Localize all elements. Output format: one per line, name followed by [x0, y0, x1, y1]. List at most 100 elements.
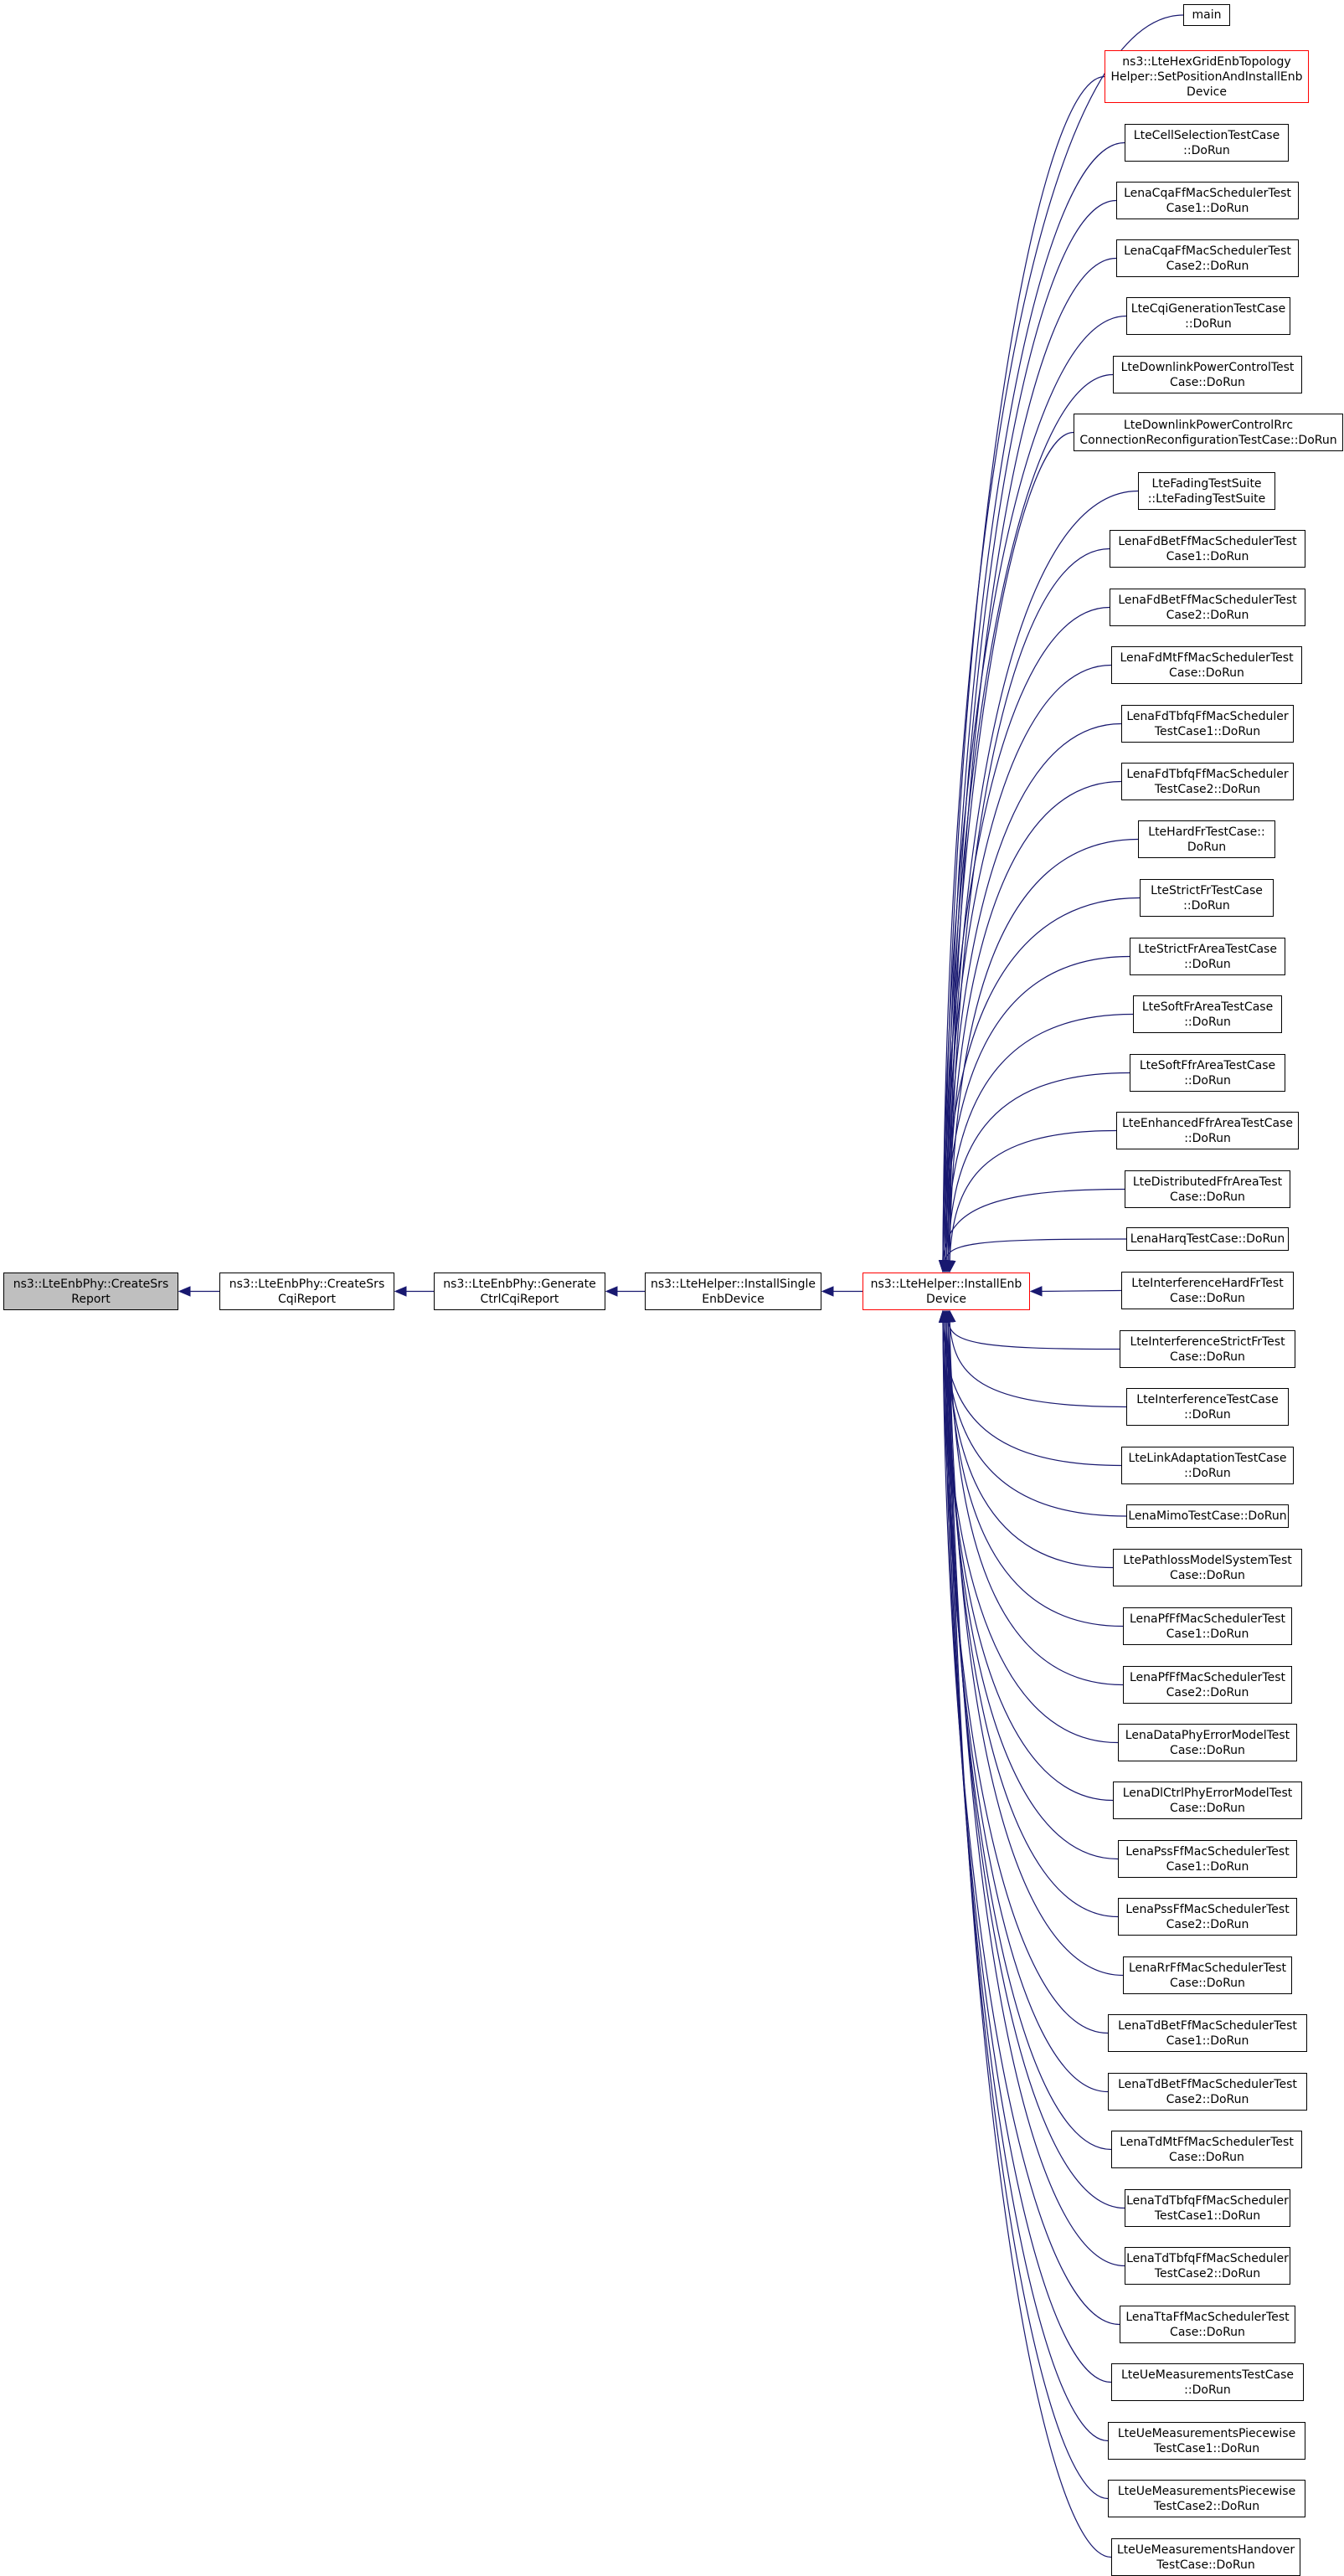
- caller-edge: [942, 606, 1110, 1262]
- caller-node[interactable]: LenaCqaFfMacSchedulerTest Case2::DoRun: [1116, 239, 1299, 277]
- caller-node[interactable]: LteDownlinkPowerControlTest Case::DoRun: [1113, 356, 1302, 393]
- caller-edge: [942, 1320, 1122, 1467]
- caller-edge: [947, 1320, 1109, 2500]
- caller-node[interactable]: LenaPssFfMacSchedulerTest Case1::DoRun: [1118, 1840, 1297, 1878]
- caller-node[interactable]: LenaTdTbfqFfMacScheduler TestCase1::DoRu…: [1125, 2189, 1290, 2227]
- caller-node[interactable]: LenaPssFfMacSchedulerTest Case2::DoRun: [1118, 1898, 1297, 1936]
- caller-edge: [947, 1320, 1120, 1350]
- caller-edge: [947, 1072, 1130, 1262]
- caller-edge: [944, 1238, 1127, 1262]
- caller-node[interactable]: LteCqiGenerationTestCase ::DoRun: [1126, 297, 1290, 335]
- node-installenbdevice[interactable]: ns3::LteHelper::InstallEnb Device: [863, 1273, 1030, 1310]
- caller-node[interactable]: LteUeMeasurementsHandover TestCase::DoRu…: [1111, 2538, 1300, 2576]
- caller-node[interactable]: LteUeMeasurementsPiecewise TestCase1::Do…: [1108, 2422, 1305, 2460]
- caller-edge: [944, 955, 1130, 1262]
- caller-edge: [944, 1320, 1114, 1802]
- caller-edge: [949, 1320, 1125, 2267]
- caller-edge: [949, 1320, 1124, 1686]
- caller-edge: [947, 780, 1122, 1262]
- caller-node[interactable]: ns3::LteHexGridEnbTopology Helper::SetPo…: [1105, 50, 1309, 103]
- caller-edge: [947, 490, 1139, 1262]
- caller-edge: [945, 1320, 1112, 2151]
- caller-edge: [942, 897, 1141, 1262]
- caller-node[interactable]: LteUeMeasurementsTestCase ::DoRun: [1111, 2363, 1304, 2401]
- caller-node[interactable]: main: [1183, 4, 1230, 26]
- caller-node[interactable]: LteInterferenceTestCase ::DoRun: [1126, 1388, 1289, 1426]
- node-createsrsreport: ns3::LteEnbPhy::CreateSrs Report: [3, 1273, 178, 1310]
- caller-edge: [944, 664, 1112, 1262]
- caller-edge: [942, 315, 1127, 1262]
- caller-edge: [942, 1320, 1119, 1744]
- caller-edge: [944, 373, 1114, 1262]
- caller-edge: [944, 1320, 1127, 1517]
- caller-node[interactable]: LteInterferenceStrictFrTest Case::DoRun: [1120, 1330, 1295, 1368]
- caller-node[interactable]: LenaTdMtFfMacSchedulerTest Case::DoRun: [1111, 2131, 1302, 2168]
- caller-node[interactable]: LteSoftFrAreaTestCase ::DoRun: [1133, 995, 1282, 1033]
- caller-node[interactable]: LteSoftFfrAreaTestCase ::DoRun: [1130, 1054, 1285, 1092]
- caller-node[interactable]: LenaPfFfMacSchedulerTest Case2::DoRun: [1123, 1666, 1292, 1704]
- caller-node[interactable]: LenaFdTbfqFfMacScheduler TestCase1::DoRu…: [1121, 705, 1294, 743]
- node-installsingleenbdevice[interactable]: ns3::LteHelper::InstallSingle EnbDevice: [645, 1273, 821, 1310]
- caller-node[interactable]: LteFadingTestSuite ::LteFadingTestSuite: [1138, 472, 1275, 510]
- caller-edge: [949, 1129, 1117, 1262]
- caller-edge: [949, 1320, 1112, 2558]
- caller-edge: [944, 75, 1105, 1262]
- caller-edge: [942, 1320, 1109, 2034]
- caller-node[interactable]: LteStrictFrAreaTestCase ::DoRun: [1130, 938, 1285, 975]
- caller-edge: [945, 722, 1122, 1262]
- caller-edge: [942, 1188, 1125, 1262]
- caller-node[interactable]: LteStrictFrTestCase ::DoRun: [1140, 879, 1274, 917]
- caller-edge: [949, 548, 1110, 1262]
- caller-node[interactable]: LenaFdBetFfMacSchedulerTest Case2::DoRun: [1110, 589, 1305, 626]
- caller-node[interactable]: LenaTdBetFfMacSchedulerTest Case2::DoRun: [1108, 2073, 1307, 2111]
- caller-node[interactable]: LteHardFrTestCase:: DoRun: [1138, 820, 1275, 858]
- caller-edge: [949, 257, 1117, 1262]
- node-createsrscqireport[interactable]: ns3::LteEnbPhy::CreateSrs CqiReport: [219, 1273, 394, 1310]
- caller-edge: [947, 1320, 1124, 1627]
- node-generatectrlcqireport[interactable]: ns3::LteEnbPhy::Generate CtrlCqiReport: [434, 1273, 605, 1310]
- caller-edge-arrowhead: [945, 1309, 956, 1323]
- caller-node[interactable]: LenaMimoTestCase::DoRun: [1126, 1504, 1289, 1528]
- caller-node[interactable]: LteDownlinkPowerControlRrc ConnectionRec…: [1074, 414, 1343, 451]
- caller-edge: [949, 1320, 1124, 1977]
- caller-node[interactable]: LenaDlCtrlPhyErrorModelTest Case::DoRun: [1113, 1782, 1302, 1819]
- chain-edge-arrowhead: [394, 1286, 407, 1297]
- caller-node[interactable]: LenaDataPhyErrorModelTest Case::DoRun: [1118, 1724, 1297, 1761]
- caller-edge: [942, 1320, 1120, 2326]
- caller-node[interactable]: LenaTdBetFfMacSchedulerTest Case1::DoRun: [1108, 2014, 1307, 2052]
- caller-node[interactable]: LenaTdTbfqFfMacScheduler TestCase2::DoRu…: [1125, 2247, 1290, 2285]
- caller-node[interactable]: LenaCqaFfMacSchedulerTest Case1::DoRun: [1116, 182, 1299, 219]
- caller-edge: [945, 1320, 1109, 2442]
- caller-node[interactable]: LteDistributedFfrAreaTest Case::DoRun: [1125, 1170, 1290, 1208]
- caller-node[interactable]: LenaFdBetFfMacSchedulerTest Case1::DoRun: [1110, 530, 1305, 568]
- caller-edge: [947, 199, 1117, 1262]
- caller-edge: [949, 838, 1139, 1262]
- caller-node[interactable]: LenaFdMtFfMacSchedulerTest Case::DoRun: [1111, 646, 1302, 684]
- caller-edge: [945, 141, 1125, 1262]
- caller-node[interactable]: LenaTtaFfMacSchedulerTest Case::DoRun: [1120, 2306, 1295, 2343]
- caller-edge: [945, 431, 1074, 1262]
- caller-edge: [945, 1013, 1134, 1262]
- caller-edge: [944, 1320, 1109, 2093]
- chain-edge-arrowhead: [821, 1286, 834, 1297]
- caller-node[interactable]: LenaPfFfMacSchedulerTest Case1::DoRun: [1123, 1607, 1292, 1645]
- caller-node[interactable]: LenaFdTbfqFfMacScheduler TestCase2::DoRu…: [1121, 763, 1294, 800]
- caller-node[interactable]: LenaRrFfMacSchedulerTest Case::DoRun: [1123, 1956, 1292, 1994]
- caller-node[interactable]: LteUeMeasurementsPiecewise TestCase2::Do…: [1108, 2480, 1305, 2517]
- chain-edge-arrowhead: [605, 1286, 618, 1297]
- caller-node[interactable]: LteLinkAdaptationTestCase ::DoRun: [1121, 1447, 1294, 1484]
- caller-node[interactable]: LtePathlossModelSystemTest Case::DoRun: [1113, 1549, 1302, 1586]
- caller-node[interactable]: LenaHarqTestCase::DoRun: [1126, 1227, 1289, 1251]
- caller-edge: [949, 1320, 1127, 1408]
- caller-edge-arrowhead: [940, 1260, 951, 1273]
- caller-node[interactable]: LteInterferenceHardFrTest Case::DoRun: [1121, 1272, 1294, 1309]
- caller-edge: [947, 1320, 1125, 2209]
- caller-node[interactable]: LteEnhancedFfrAreaTestCase ::DoRun: [1116, 1112, 1299, 1149]
- caller-edge-arrowhead: [1029, 1286, 1043, 1297]
- chain-edge-arrowhead: [178, 1286, 191, 1297]
- caller-edge: [944, 1320, 1112, 2383]
- caller-edge: [1039, 1289, 1122, 1293]
- caller-node[interactable]: LteCellSelectionTestCase ::DoRun: [1125, 124, 1289, 162]
